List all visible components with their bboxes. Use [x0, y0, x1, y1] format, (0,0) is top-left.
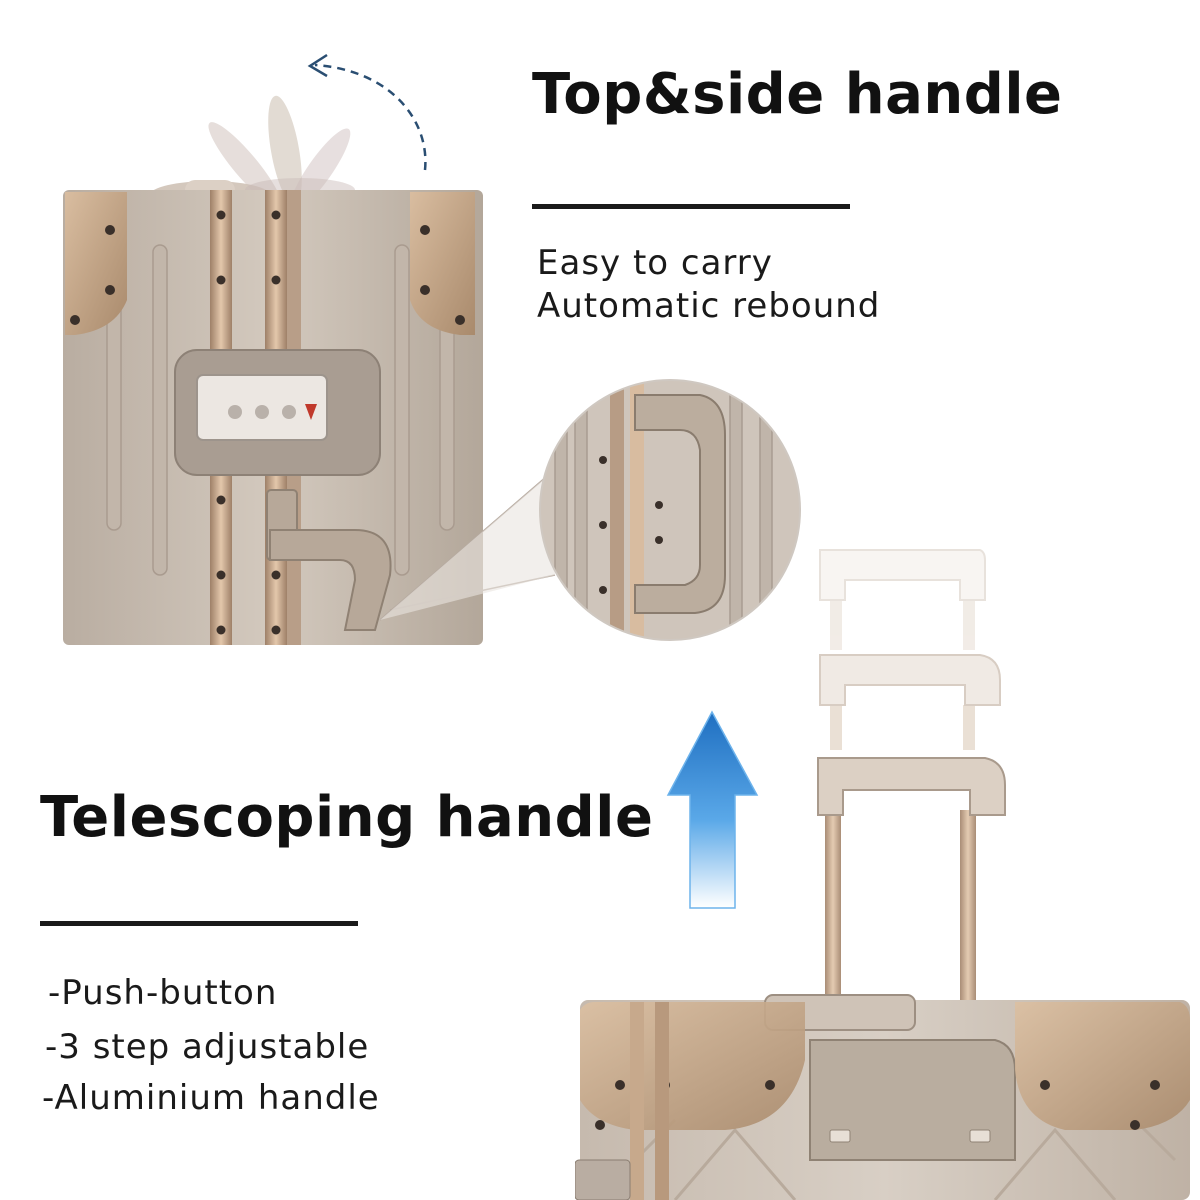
side-handle-detail-circle — [539, 379, 801, 641]
bottom-section-title: Telescoping handle — [40, 785, 654, 850]
side-handle — [266, 489, 392, 631]
suitcase-top-illustration — [63, 53, 483, 645]
handle-position-mid — [819, 654, 1001, 750]
bottom-section-divider — [40, 921, 358, 926]
bottom-feature-3: -Aluminium handle — [42, 1078, 380, 1118]
callout-connector — [379, 464, 561, 621]
top-feature-2: Automatic rebound — [537, 286, 881, 326]
top-section-title: Top&side handle — [532, 62, 1063, 127]
telescoping-handle-illustration — [575, 549, 1190, 1200]
handle-position-high — [819, 549, 986, 650]
bottom-feature-2: -3 step adjustable — [45, 1027, 370, 1067]
up-arrow-icon — [666, 710, 759, 909]
top-section-divider — [532, 204, 850, 209]
bottom-feature-1: -Push-button — [48, 973, 278, 1013]
combination-lock-icon — [196, 374, 328, 441]
handle-position-low — [817, 757, 1006, 816]
rotate-arrow-icon — [307, 53, 427, 171]
top-feature-1: Easy to carry — [537, 243, 773, 283]
